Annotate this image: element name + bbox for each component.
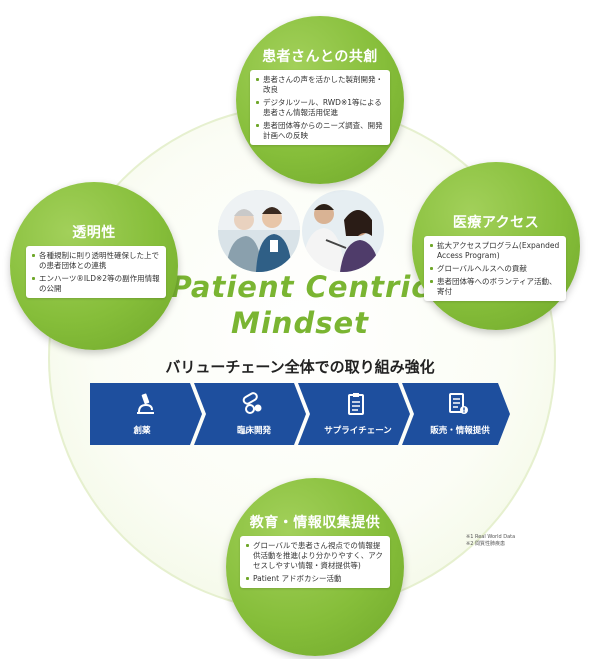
chain-step-sales-info: 販売・情報提供 bbox=[402, 383, 510, 445]
node-title: 医療アクセス bbox=[452, 215, 540, 231]
pills-icon bbox=[242, 392, 262, 414]
node-patient-co-creation: 患者さんとの共創 患者さんの声を活かした製剤開発・改良 デジタルツール、RWD※… bbox=[236, 16, 404, 184]
node-detail-box: 患者さんの声を活かした製剤開発・改良 デジタルツール、RWD※1等による患者さん… bbox=[250, 70, 390, 145]
list-item: エンハーツ®ILD※2等の副作用情報の公開 bbox=[32, 274, 160, 294]
node-medical-access: 医療アクセス 拡大アクセスプログラム(Expanded Access Progr… bbox=[412, 162, 580, 330]
list-item: グローバルヘルスへの貢献 bbox=[430, 264, 560, 274]
node-transparency: 透明性 各種規制に則り透明性確保した上での患者団体との連携 エンハーツ®ILD※… bbox=[10, 182, 178, 350]
chain-step-supply-chain: サプライチェーン bbox=[298, 383, 410, 445]
mindset-title-line2: Mindset bbox=[231, 306, 369, 340]
photo-doctor-child bbox=[302, 190, 384, 272]
node-title: 教育・情報収集提供 bbox=[249, 515, 381, 531]
list-item: 各種規制に則り透明性確保した上での患者団体との連携 bbox=[32, 251, 160, 271]
clipboard-icon bbox=[348, 393, 364, 415]
value-chain-heading: バリューチェーン全体での取り組み強化 bbox=[165, 358, 435, 376]
footnote-2: ※2 間質性肺疾患 bbox=[466, 541, 505, 547]
mindset-title-line1: Patient Centric bbox=[170, 270, 430, 304]
list-item: 拡大アクセスプログラム(Expanded Access Program) bbox=[430, 241, 560, 261]
footnotes: ※1 Real World Data ※2 間質性肺疾患 bbox=[466, 534, 515, 548]
list-item: 患者さんの声を活かした製剤開発・改良 bbox=[256, 75, 384, 95]
list-item: 患者団体等へのボランティア活動、寄付 bbox=[430, 277, 560, 297]
list-item: 患者団体等からのニーズ調査、開発計画への反映 bbox=[256, 121, 384, 141]
list-item: Patient アドボカシー活動 bbox=[246, 574, 384, 584]
footnote-1: ※1 Real World Data bbox=[466, 534, 516, 540]
chain-step-label: 創薬 bbox=[133, 426, 151, 436]
chain-step-clinical-development: 臨床開発 bbox=[194, 383, 306, 445]
node-title: 患者さんとの共創 bbox=[262, 49, 378, 65]
list-item: デジタルツール、RWD※1等による患者さん情報活用促進 bbox=[256, 98, 384, 118]
node-detail-box: 拡大アクセスプログラム(Expanded Access Program) グロー… bbox=[424, 236, 566, 301]
chain-step-label: サプライチェーン bbox=[324, 426, 392, 436]
chain-step-label: 販売・情報提供 bbox=[430, 426, 490, 436]
node-education-info: 教育・情報収集提供 グローバルで患者さん視点での情報提供活動を推進(より分かりや… bbox=[226, 478, 404, 656]
list-item: グローバルで患者さん視点での情報提供活動を推進(より分かりやすく、アクセスしやす… bbox=[246, 541, 384, 571]
node-detail-box: 各種規制に則り透明性確保した上での患者団体との連携 エンハーツ®ILD※2等の副… bbox=[26, 246, 166, 298]
value-chain: 創薬 臨床開発 サプライチェーン 販売・ bbox=[90, 383, 510, 445]
document-icon bbox=[449, 393, 468, 414]
node-detail-box: グローバルで患者さん視点での情報提供活動を推進(より分かりやすく、アクセスしやす… bbox=[240, 536, 390, 588]
node-title: 透明性 bbox=[72, 225, 116, 241]
microscope-icon bbox=[137, 393, 154, 414]
photo-caregiver-patient bbox=[218, 190, 300, 272]
chain-step-label: 臨床開発 bbox=[236, 426, 271, 436]
chain-step-drug-discovery: 創薬 bbox=[90, 383, 202, 445]
